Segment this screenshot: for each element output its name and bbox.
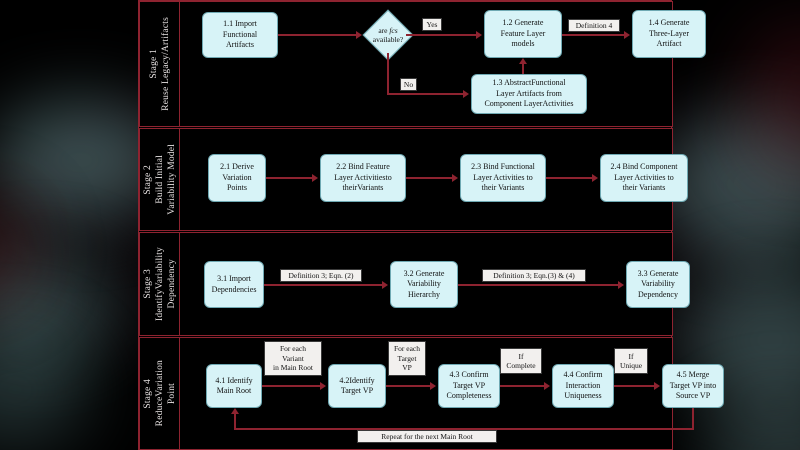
node-2-2[interactable]: 2.2 Bind Feature Layer Activitiesto thei… (320, 154, 406, 202)
stage-3-label-line1: Stage 3 (142, 269, 153, 299)
edge-no-vertical (387, 53, 389, 95)
process-diagram: Stage 1 Reuse Legacy/Artifacts 1.1 Impor… (138, 0, 724, 450)
stage-row-1: Stage 1 Reuse Legacy/Artifacts 1.1 Impor… (139, 1, 706, 127)
edge-44-to-45 (614, 385, 654, 387)
node-1-3[interactable]: 1.3 AbstractFunctional Layer Artifacts f… (471, 74, 587, 114)
stage-2-body: 2.1 Derive Variation Points 2.2 Bind Fea… (180, 129, 688, 230)
edge-label-definition-4: Definition 4 (568, 19, 620, 32)
node-1-4[interactable]: 1.4 Generate Three-Layer Artifact (632, 10, 706, 58)
stage-4-body: 4.1 Identify Main Root For each Variant … (180, 338, 724, 449)
stage-2-label-line2: Build Initial (154, 155, 165, 204)
stage-1-label: Stage 1 Reuse Legacy/Artifacts (140, 2, 180, 126)
edge-label-for-each-target-vp: For each Target VP (388, 341, 426, 376)
edge-41-to-42 (262, 385, 320, 387)
edge-13-to-12-vertical (522, 64, 524, 74)
node-4-5[interactable]: 4.5 Merge Target VP into Source VP (662, 364, 724, 408)
edge-no-arrowhead (463, 90, 469, 98)
edge-12-to-14 (562, 34, 624, 36)
edge-label-definition-3-eqn-3-4: Definition 3; Eqn.(3) & (4) (482, 269, 586, 282)
stage-4-label: Stage 4 ReduceVariation Point (140, 338, 180, 449)
edge-44-to-45-arrowhead (654, 382, 660, 390)
node-1-2[interactable]: 1.2 Generate Feature Layer models (484, 10, 562, 58)
stage-4-label-line2: ReduceVariation (154, 360, 165, 427)
node-4-3[interactable]: 4.3 Confirm Target VP Completeness (438, 364, 500, 408)
edge-32-to-33 (458, 284, 618, 286)
stage-2-label-line3: Variability Model (166, 144, 177, 215)
edge-42-to-43-arrowhead (430, 382, 436, 390)
edge-repeat-vertical-right (692, 408, 694, 430)
node-4-2[interactable]: 4.2Identify Target VP (328, 364, 386, 408)
edge-label-yes: Yes (422, 18, 442, 31)
node-2-3[interactable]: 2.3 Bind Functional Layer Activities to … (460, 154, 546, 202)
edge-31-to-32-arrowhead (382, 281, 388, 289)
edge-no-horizontal (387, 93, 463, 95)
stage-4-label-line3: Point (166, 382, 177, 405)
edge-repeat-arrowhead (231, 408, 239, 414)
edge-11-to-decision-arrowhead (356, 31, 362, 39)
edge-label-repeat-main-root: Repeat for the next Main Root (357, 430, 497, 443)
edge-yes (406, 34, 476, 36)
stage-1-label-line1: Stage 1 (148, 49, 159, 79)
stage-4-label-line1: Stage 4 (142, 378, 153, 409)
stage-row-3: Stage 3 IdentifyVariability Dependency 3… (139, 232, 690, 336)
node-4-1[interactable]: 4.1 Identify Main Root (206, 364, 262, 408)
edge-12-to-14-arrowhead (624, 31, 630, 39)
edge-43-to-44 (500, 385, 544, 387)
edge-yes-arrowhead (476, 31, 482, 39)
node-1-1[interactable]: 1.1 Import Functional Artifacts (202, 12, 278, 58)
stage-2-label-line1: Stage 2 (142, 164, 153, 195)
edge-label-if-complete: If Complete (500, 348, 542, 374)
edge-label-definition-3-eqn-2: Definition 3; Eqn. (2) (280, 269, 362, 282)
edge-repeat-vertical-left (234, 414, 236, 430)
stage-3-label: Stage 3 IdentifyVariability Dependency (140, 233, 180, 335)
edge-22-to-23 (406, 177, 452, 179)
node-3-1[interactable]: 3.1 Import Dependencies (204, 261, 264, 308)
stage-3-body: 3.1 Import Dependencies Definition 3; Eq… (180, 233, 690, 335)
stage-3-label-line3: Dependency (166, 259, 177, 309)
edge-42-to-43 (386, 385, 430, 387)
edge-label-for-each-variant: For each Variant in Main Root (264, 341, 322, 376)
stage-row-4: Stage 4 ReduceVariation Point 4.1 Identi… (139, 337, 724, 450)
edge-label-no: No (400, 78, 417, 91)
node-3-3[interactable]: 3.3 Generate Variability Dependency (626, 261, 690, 308)
stage-row-2: Stage 2 Build Initial Variability Model … (139, 128, 688, 231)
edge-21-to-22-arrowhead (312, 174, 318, 182)
edge-repeat-horizontal (234, 428, 694, 430)
edge-32-to-33-arrowhead (618, 281, 624, 289)
edge-41-to-42-arrowhead (320, 382, 326, 390)
edge-label-if-unique: If Unique (614, 348, 648, 374)
node-2-4[interactable]: 2.4 Bind Component Layer Activities to t… (600, 154, 688, 202)
edge-13-to-12-arrowhead (519, 58, 527, 64)
edge-22-to-23-arrowhead (452, 174, 458, 182)
node-3-2[interactable]: 3.2 Generate Variability Hierarchy (390, 261, 458, 308)
edge-31-to-32 (264, 284, 382, 286)
stage-2-label: Stage 2 Build Initial Variability Model (140, 129, 180, 230)
edge-23-to-24-arrowhead (592, 174, 598, 182)
edge-23-to-24 (546, 177, 592, 179)
stage-3-label-line2: IdentifyVariability (154, 247, 165, 321)
edge-21-to-22 (266, 177, 312, 179)
edge-43-to-44-arrowhead (544, 382, 550, 390)
node-2-1[interactable]: 2.1 Derive Variation Points (208, 154, 266, 202)
edge-11-to-decision (278, 34, 356, 36)
node-4-4[interactable]: 4.4 Confirm Interaction Uniqueness (552, 364, 614, 408)
stage-1-label-line2: Reuse Legacy/Artifacts (160, 17, 171, 111)
